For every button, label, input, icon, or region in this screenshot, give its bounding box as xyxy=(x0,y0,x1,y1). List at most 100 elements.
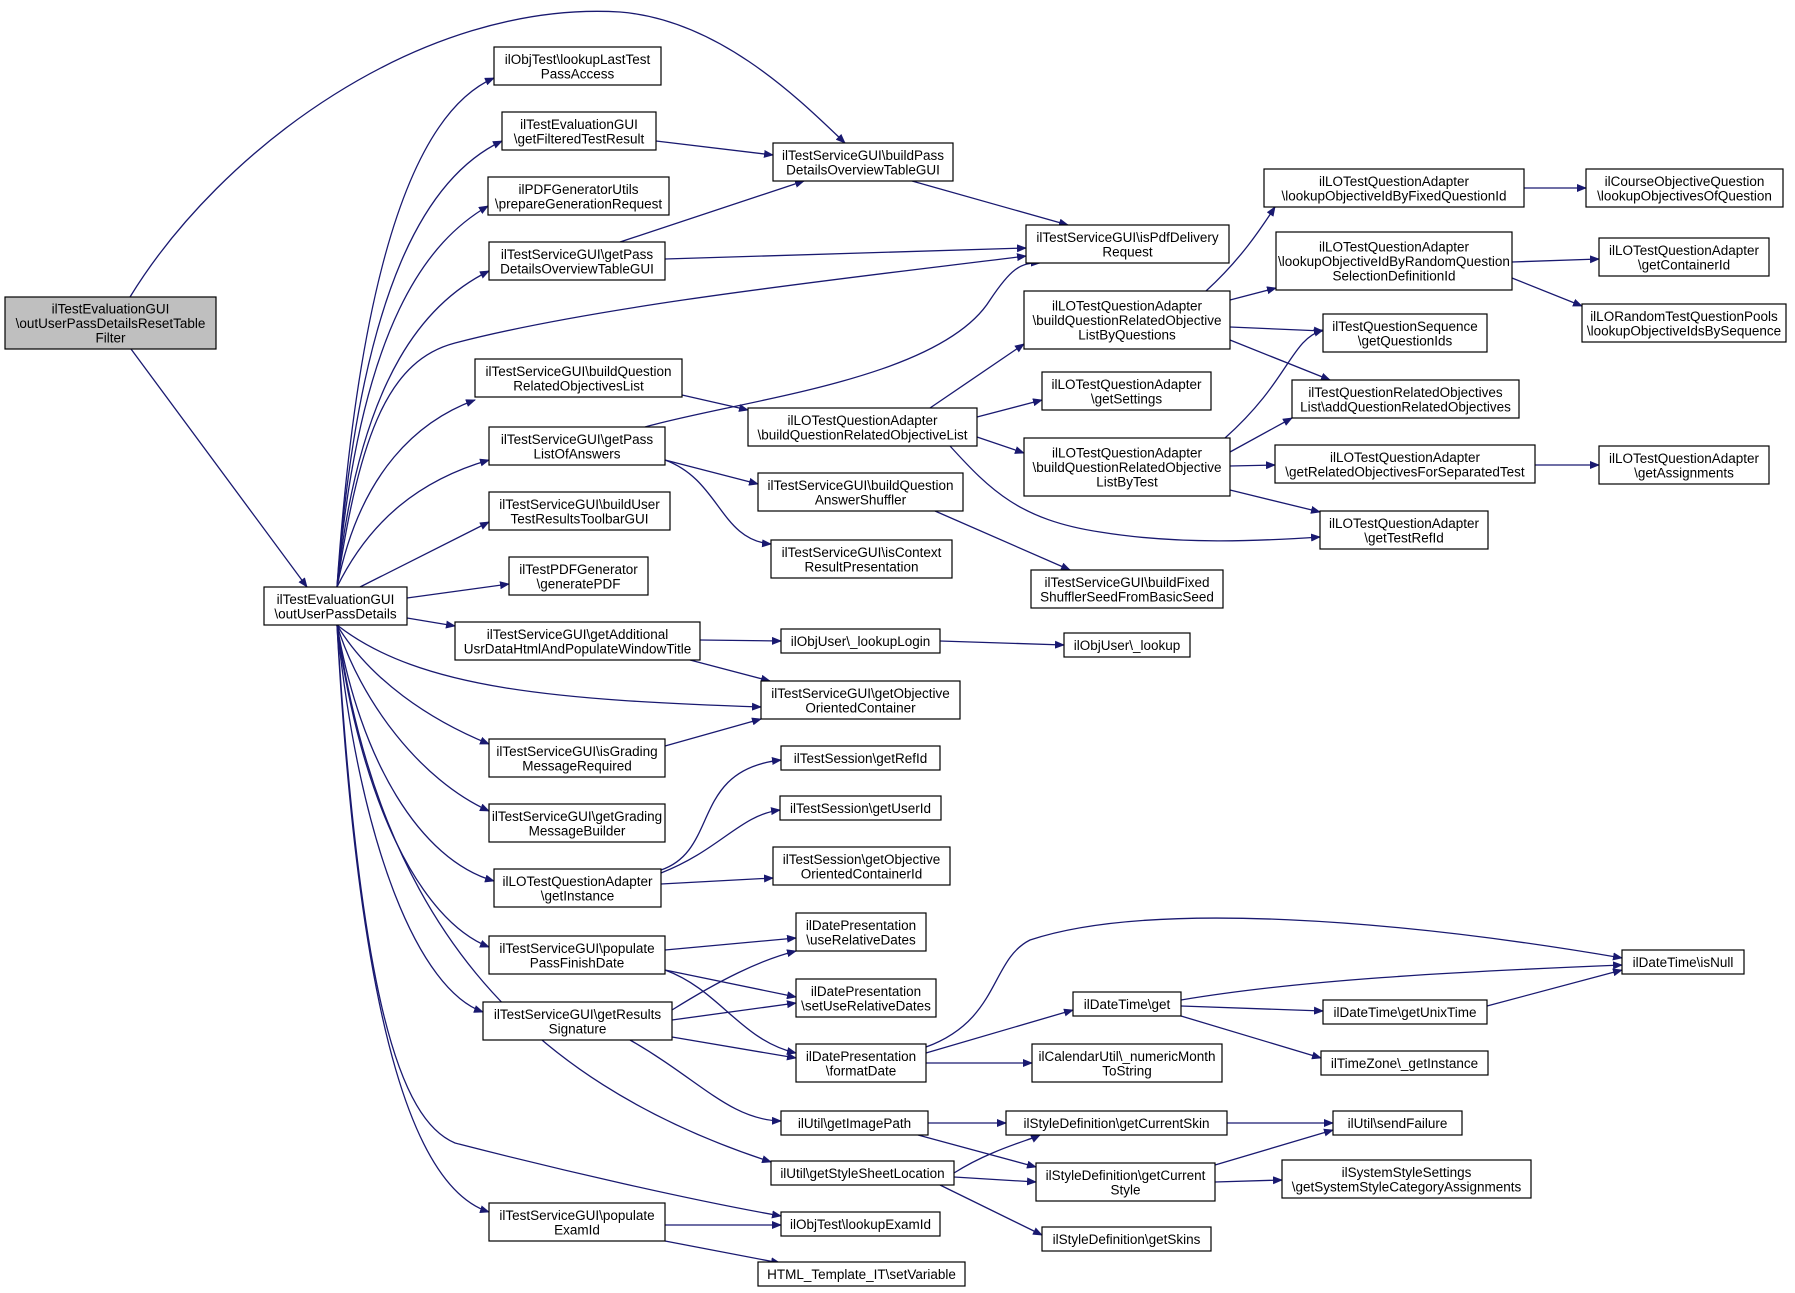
node-label: Filter xyxy=(96,331,127,346)
graph-node-setVariable[interactable]: HTML_Template_IT\setVariable xyxy=(757,1261,966,1287)
graph-node-outUserPassDetails[interactable]: ilTestEvaluationGUI\outUserPassDetails xyxy=(263,586,408,626)
node-box xyxy=(488,491,671,531)
graph-node-getGradingMessageBuilder[interactable]: ilTestServiceGUI\getGradingMessageBuilde… xyxy=(488,803,666,843)
node-box xyxy=(780,745,941,771)
graph-node-getSkins[interactable]: ilStyleDefinition\getSkins xyxy=(1041,1226,1212,1252)
graph-node-root[interactable]: ilTestEvaluationGUI\outUserPassDetailsRe… xyxy=(4,296,217,350)
graph-node-getPassDetailsOverviewTableGUI[interactable]: ilTestServiceGUI\getPassDetailsOverviewT… xyxy=(488,241,666,281)
call-edge-outUserPassDetails-to-buildQuestionRelatedObjectivesList xyxy=(336,399,476,588)
graph-node-buildQRObjListByTest[interactable]: ilLOTestQuestionAdapter\buildQuestionRel… xyxy=(1023,437,1231,497)
node-label: TestResultsToolbarGUI xyxy=(510,511,648,526)
node-label: ilLOTestQuestionAdapter xyxy=(787,413,938,428)
graph-node-getQuestionIds[interactable]: ilTestQuestionSequence\getQuestionIds xyxy=(1322,313,1488,353)
call-edge-buildQRObjListByTest-to-addQuestionRelatedObjectives xyxy=(1229,417,1293,453)
call-edge-getPassListOfAnswers-to-isPdfDeliveryRequest xyxy=(644,258,1041,428)
graph-node-loGetSettings[interactable]: ilLOTestQuestionAdapter\getSettings xyxy=(1041,371,1212,411)
graph-node-setUseRelativeDates[interactable]: ilDatePresentation\setUseRelativeDates xyxy=(795,978,937,1018)
graph-node-getTZInstance[interactable]: ilTimeZone\_getInstance xyxy=(1320,1050,1489,1076)
graph-node-generatePDF[interactable]: ilTestPDFGenerator\generatePDF xyxy=(508,556,649,596)
node-box xyxy=(1291,379,1520,419)
graph-node-buildUserTestResultsToolbarGUI[interactable]: ilTestServiceGUI\buildUserTestResultsToo… xyxy=(488,491,671,531)
node-label: ilDatePresentation xyxy=(811,984,921,999)
graph-node-lookupObjIdByFixedQuestionId[interactable]: ilLOTestQuestionAdapter\lookupObjectiveI… xyxy=(1263,168,1525,208)
node-box xyxy=(772,846,951,886)
node-label: RelatedObjectivesList xyxy=(513,378,644,393)
graph-node-buildFixedShufflerSeed[interactable]: ilTestServiceGUI\buildFixedShufflerSeedF… xyxy=(1030,569,1224,609)
node-label: ilTestServiceGUI\isPdfDelivery xyxy=(1036,230,1219,245)
graph-node-getImagePath[interactable]: ilUtil\getImagePath xyxy=(780,1110,929,1136)
graph-node-objUserLookup[interactable]: ilObjUser\_lookup xyxy=(1063,632,1191,658)
node-box xyxy=(1275,231,1513,291)
node-label: \getAssignments xyxy=(1634,465,1734,480)
graph-node-buildPassDetailsOverviewTableGUI[interactable]: ilTestServiceGUI\buildPassDetailsOvervie… xyxy=(772,142,954,182)
graph-node-prepareGenerationRequest[interactable]: ilPDFGeneratorUtils\prepareGenerationReq… xyxy=(487,176,670,216)
graph-node-getRelatedObjectivesForSeparatedTest[interactable]: ilLOTestQuestionAdapter\getRelatedObject… xyxy=(1274,444,1536,484)
graph-node-formatDate[interactable]: ilDatePresentation\formatDate xyxy=(795,1043,927,1083)
graph-node-loGetInstance[interactable]: ilLOTestQuestionAdapter\getInstance xyxy=(493,868,662,908)
graph-node-getObjectiveOrientedContainerId[interactable]: ilTestSession\getObjectiveOrientedContai… xyxy=(772,846,951,886)
graph-node-isContextResultPresentation[interactable]: ilTestServiceGUI\isContextResultPresenta… xyxy=(770,539,953,579)
graph-node-getRefId[interactable]: ilTestSession\getRefId xyxy=(780,745,941,771)
graph-node-getFilteredTestResult[interactable]: ilTestEvaluationGUI\getFilteredTestResul… xyxy=(501,111,657,151)
graph-node-dtGetUnixTime[interactable]: ilDateTime\getUnixTime xyxy=(1322,999,1488,1025)
call-edge-dtGet-to-dtIsNull xyxy=(1180,961,1623,1001)
graph-node-isGradingMessageRequired[interactable]: ilTestServiceGUI\isGradingMessageRequire… xyxy=(488,738,666,778)
node-label: ilLOTestQuestionAdapter xyxy=(1609,243,1760,258)
graph-node-lookupLogin[interactable]: ilObjUser\_lookupLogin xyxy=(780,628,941,654)
node-box xyxy=(780,1211,941,1237)
graph-node-dtIsNull[interactable]: ilDateTime\isNull xyxy=(1621,949,1745,975)
node-box xyxy=(795,978,937,1018)
node-box xyxy=(1621,949,1745,975)
graph-node-loGetAssignments[interactable]: ilLOTestQuestionAdapter\getAssignments xyxy=(1598,445,1770,485)
graph-node-buildQuestionRelatedObjectivesList[interactable]: ilTestServiceGUI\buildQuestionRelatedObj… xyxy=(474,358,683,398)
graph-node-getSystemStyleCategoryAssignments[interactable]: ilSystemStyleSettings\getSystemStyleCate… xyxy=(1281,1159,1532,1199)
graph-node-addQuestionRelatedObjectives[interactable]: ilTestQuestionRelatedObjectivesList\addQ… xyxy=(1291,379,1520,419)
graph-node-buildQuestionRelatedObjectiveList[interactable]: ilLOTestQuestionAdapter\buildQuestionRel… xyxy=(747,407,978,447)
call-edge-outUserPassDetails-to-getObjectiveOrientedContainer xyxy=(336,624,762,711)
node-label: ResultPresentation xyxy=(804,559,918,574)
node-box xyxy=(493,868,662,908)
graph-node-getAdditionalUsrData[interactable]: ilTestServiceGUI\getAdditionalUsrDataHtm… xyxy=(454,621,701,661)
graph-node-lookupObjIdByRandomQuestion[interactable]: ilLOTestQuestionAdapter\lookupObjectiveI… xyxy=(1275,231,1513,291)
graph-node-sendFailure[interactable]: ilUtil\sendFailure xyxy=(1332,1110,1463,1136)
node-label: \buildQuestionRelatedObjective xyxy=(1032,460,1221,475)
call-edge-outUserPassDetails-to-populatePassFinishDate xyxy=(336,624,490,948)
call-edge-dtGetUnixTime-to-dtIsNull xyxy=(1486,968,1623,1007)
graph-node-lookupObjectiveIdsBySequence[interactable]: ilLORandomTestQuestionPools\lookupObject… xyxy=(1581,303,1787,343)
graph-node-getUserId[interactable]: ilTestSession\getUserId xyxy=(779,795,942,821)
graph-node-getObjectiveOrientedContainer[interactable]: ilTestServiceGUI\getObjectiveOrientedCon… xyxy=(760,680,961,720)
node-label: \getInstance xyxy=(541,888,615,903)
graph-node-lookupObjectivesOfQuestion[interactable]: ilCourseObjectiveQuestion\lookupObjectiv… xyxy=(1585,168,1784,208)
graph-node-useRelativeDates[interactable]: ilDatePresentation\useRelativeDates xyxy=(795,912,927,952)
graph-node-buildQuestionAnswerShuffler[interactable]: ilTestServiceGUI\buildQuestionAnswerShuf… xyxy=(757,472,964,512)
call-edge-outUserPassDetails-to-getStyleSheetLocation xyxy=(336,624,772,1164)
node-label: ilUtil\getImagePath xyxy=(798,1116,911,1131)
graph-node-getCurrentSkin[interactable]: ilStyleDefinition\getCurrentSkin xyxy=(1005,1110,1228,1136)
call-edge-outUserPassDetails-to-lookupLastTestPassAccess xyxy=(336,77,495,588)
node-box xyxy=(757,472,964,512)
graph-node-dtGet[interactable]: ilDateTime\get xyxy=(1072,991,1182,1017)
graph-node-getStyleSheetLocation[interactable]: ilUtil\getStyleSheetLocation xyxy=(770,1160,955,1186)
graph-node-buildQRObjListByQuestions[interactable]: ilLOTestQuestionAdapter\buildQuestionRel… xyxy=(1023,290,1231,350)
graph-node-lookupExamId[interactable]: ilObjTest\lookupExamId xyxy=(780,1211,941,1237)
node-box xyxy=(1598,237,1770,277)
node-label: ilTestServiceGUI\getAdditional xyxy=(487,627,669,642)
graph-node-loGetContainerId[interactable]: ilLOTestQuestionAdapter\getContainerId xyxy=(1598,237,1770,277)
call-edge-populateExamId-to-setVariable xyxy=(664,1240,781,1266)
node-label: \formatDate xyxy=(826,1063,897,1078)
node-label: ilObjUser\_lookupLogin xyxy=(791,634,931,649)
graph-node-getTestRefId[interactable]: ilLOTestQuestionAdapter\getTestRefId xyxy=(1319,510,1489,550)
call-edge-loGetInstance-to-getObjectiveOrientedContainerId xyxy=(660,874,774,885)
node-box xyxy=(488,935,666,975)
node-label: ilDateTime\get xyxy=(1084,997,1171,1012)
node-label: MessageRequired xyxy=(522,758,632,773)
